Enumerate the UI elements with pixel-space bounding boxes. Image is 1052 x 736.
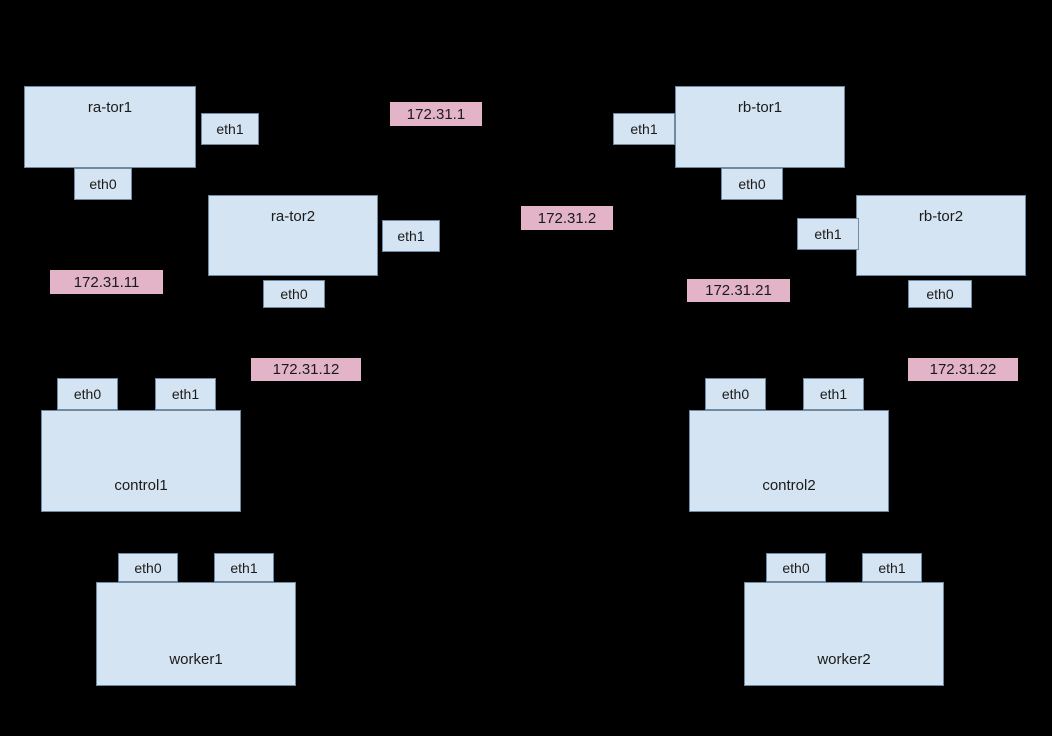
interface-rb-tor2-eth0[interactable]: eth0 — [908, 280, 972, 308]
interface-label: eth0 — [738, 176, 766, 192]
interface-label: eth0 — [73, 386, 102, 402]
interface-label: eth1 — [397, 228, 425, 244]
node-ra-tor1[interactable]: ra-tor1 — [24, 86, 196, 168]
interface-label: eth1 — [230, 559, 258, 576]
node-label: rb-tor1 — [737, 99, 783, 116]
node-ra-tor2[interactable]: ra-tor2 — [208, 195, 378, 276]
interface-label: eth0 — [89, 176, 117, 192]
node-control1[interactable]: control1 — [41, 410, 241, 512]
node-label: control1 — [114, 477, 168, 494]
interface-label: eth0 — [926, 286, 954, 302]
interface-label: eth1 — [814, 226, 842, 242]
interface-worker2-eth0[interactable]: eth0 — [766, 553, 826, 582]
ip-label: 172.31.22 — [908, 358, 1018, 381]
interface-label: eth0 — [134, 559, 162, 576]
node-label: ra-tor1 — [87, 99, 133, 116]
node-label: control2 — [762, 477, 816, 494]
node-rb-tor2[interactable]: rb-tor2 — [856, 195, 1026, 276]
interface-ra-tor1-eth1[interactable]: eth1 — [201, 113, 259, 145]
interface-label: eth1 — [171, 386, 200, 402]
interface-ra-tor2-eth0[interactable]: eth0 — [263, 280, 325, 308]
interface-label: eth1 — [878, 559, 906, 576]
node-label: ra-tor2 — [270, 208, 316, 225]
ip-label: 172.31.11 — [50, 270, 163, 294]
interface-label: eth0 — [782, 559, 810, 576]
interface-label: eth0 — [721, 386, 750, 402]
node-label: worker1 — [169, 651, 223, 668]
ip-label: 172.31.12 — [251, 358, 361, 381]
interface-control2-eth1[interactable]: eth1 — [803, 378, 864, 410]
interface-worker1-eth1[interactable]: eth1 — [214, 553, 274, 582]
interface-rb-tor1-eth1[interactable]: eth1 — [613, 113, 675, 145]
interface-control1-eth0[interactable]: eth0 — [57, 378, 118, 410]
interface-label: eth1 — [630, 121, 658, 137]
ip-label: 172.31.1 — [390, 102, 482, 126]
node-rb-tor1[interactable]: rb-tor1 — [675, 86, 845, 168]
node-label: worker2 — [817, 651, 871, 668]
ip-label: 172.31.21 — [687, 279, 790, 302]
interface-worker2-eth1[interactable]: eth1 — [862, 553, 922, 582]
interface-worker1-eth0[interactable]: eth0 — [118, 553, 178, 582]
node-label: rb-tor2 — [918, 208, 964, 225]
interface-ra-tor2-eth1[interactable]: eth1 — [382, 220, 440, 252]
interface-ra-tor1-eth0[interactable]: eth0 — [74, 168, 132, 200]
node-worker2[interactable]: worker2 — [744, 582, 944, 686]
interface-rb-tor1-eth0[interactable]: eth0 — [721, 168, 783, 200]
interface-label: eth0 — [280, 286, 308, 302]
node-worker1[interactable]: worker1 — [96, 582, 296, 686]
node-control2[interactable]: control2 — [689, 410, 889, 512]
interface-rb-tor2-eth1[interactable]: eth1 — [797, 218, 859, 250]
interface-control2-eth0[interactable]: eth0 — [705, 378, 766, 410]
interface-control1-eth1[interactable]: eth1 — [155, 378, 216, 410]
interface-label: eth1 — [819, 386, 848, 402]
ip-label: 172.31.2 — [521, 206, 613, 230]
interface-label: eth1 — [216, 121, 244, 137]
